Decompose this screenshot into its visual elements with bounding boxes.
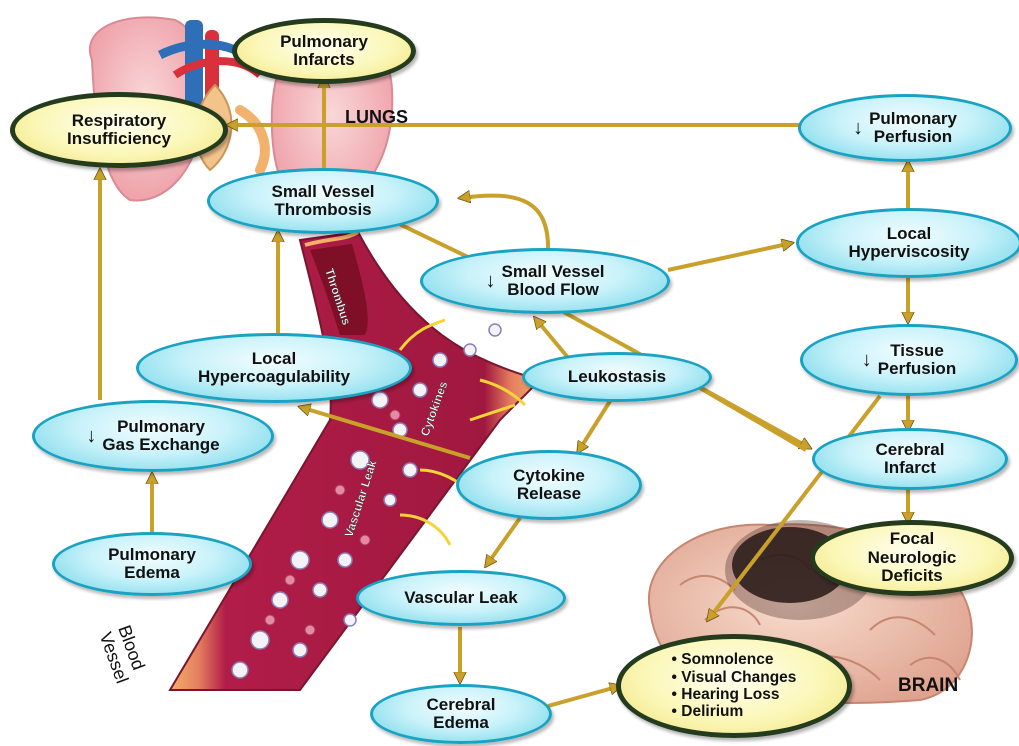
tissue-perfusion-line2: Perfusion — [878, 360, 956, 378]
pulmonary-gas-exchange-line2: Gas Exchange — [102, 436, 219, 454]
arrow-leukostasis-to-cerebral-infarct — [700, 388, 806, 450]
small-vessel-thrombosis-line2: Thrombosis — [274, 201, 371, 219]
local-hyperviscosity-line1: Local — [887, 225, 931, 243]
small-vessel-blood-flow-line1: Small Vessel — [501, 263, 604, 281]
respiratory-insufficiency-line2: Insufficiency — [67, 130, 171, 148]
pulmonary-infarcts-line2: Infarcts — [293, 51, 354, 69]
arrow-cytokine-to-vascular-leak — [486, 518, 520, 566]
decrease-arrow-icon: ↓ — [853, 118, 863, 138]
vascular-leak-line1: Vascular Leak — [404, 589, 517, 607]
vascular-leak-node: Vascular Leak — [356, 570, 566, 626]
cerebral-infarct-line2: Infarct — [884, 459, 936, 477]
cerebral-edema-line2: Edema — [433, 714, 489, 732]
local-hypercoagulability-line2: Hypercoagulability — [198, 368, 350, 386]
decrease-arrow-icon: ↓ — [862, 350, 872, 370]
pulmonary-gas-exchange-line1: Pulmonary — [117, 418, 205, 436]
respiratory-insufficiency-line1: Respiratory — [72, 112, 166, 130]
pulmonary-edema-line1: Pulmonary — [108, 546, 196, 564]
cytokine-release-line2: Release — [517, 485, 581, 503]
small-vessel-blood-flow-line2: Blood Flow — [507, 281, 599, 299]
symptom-visual-changes: Visual Changes — [672, 669, 797, 686]
focal-neurologic-deficits-line1: Focal — [890, 530, 934, 548]
focal-neurologic-deficits-line2: Neurologic — [868, 549, 957, 567]
symptoms-node: Somnolence Visual Changes Hearing Loss D… — [616, 634, 852, 738]
small-vessel-thrombosis-line1: Small Vessel — [271, 183, 374, 201]
lungs-label: LUNGS — [345, 107, 408, 128]
cerebral-edema-line1: Cerebral — [427, 696, 496, 714]
tissue-perfusion-line1: Tissue — [890, 342, 944, 360]
cerebral-infarct-line1: Cerebral — [876, 441, 945, 459]
pulmonary-perfusion-line1: Pulmonary — [869, 110, 957, 128]
symptom-somnolence: Somnolence — [672, 651, 774, 668]
arrow-edema-to-symptoms — [548, 686, 620, 706]
decrease-arrow-icon: ↓ — [86, 426, 96, 446]
pulmonary-infarcts-line1: Pulmonary — [280, 33, 368, 51]
arrow-leukostasis-to-bloodflow — [535, 318, 570, 360]
focal-neurologic-deficits-line3: Deficits — [881, 567, 942, 585]
leukostasis-node: Leukostasis — [522, 352, 712, 402]
arrow-leukostasis-to-cytokine — [578, 398, 612, 452]
cytokine-release-line1: Cytokine — [513, 467, 585, 485]
local-hypercoagulability-line1: Local — [252, 350, 296, 368]
symptom-delirium: Delirium — [672, 703, 744, 720]
pulmonary-edema-line2: Edema — [124, 564, 180, 582]
decrease-arrow-icon: ↓ — [485, 271, 495, 291]
symptom-hearing-loss: Hearing Loss — [672, 686, 780, 703]
arrow-bloodflow-to-thrombosis — [460, 196, 548, 253]
pulmonary-perfusion-line2: Perfusion — [874, 128, 952, 146]
brain-label: BRAIN — [898, 675, 958, 697]
blood-vessel-label: Blood Vessel — [95, 623, 151, 687]
local-hyperviscosity-line2: Hyperviscosity — [849, 243, 970, 261]
leukostasis-line1: Leukostasis — [568, 368, 666, 386]
arrow-bloodflow-to-hyperviscosity — [668, 243, 792, 270]
